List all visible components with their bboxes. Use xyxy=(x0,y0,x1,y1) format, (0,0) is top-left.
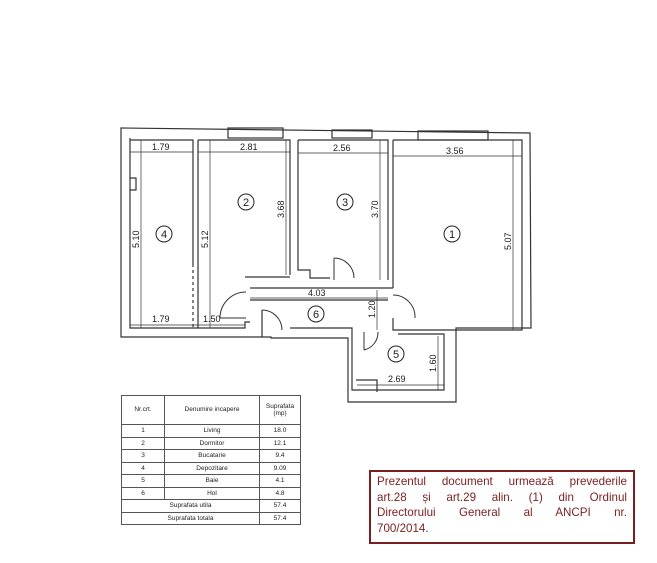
cell-name: Hol xyxy=(164,486,260,500)
header-area: Suprafata (mp) xyxy=(259,395,301,425)
header-name: Denumire incapere xyxy=(164,395,260,425)
cell-area: 9.4 xyxy=(259,449,301,463)
total-label: Suprafata utila xyxy=(121,499,260,513)
stamp-line-1: Prezentul document urmează prevederile xyxy=(377,475,627,488)
stamp-line-2: art.28 și art.29 alin. (1) din Ordinul xyxy=(377,490,627,504)
stamp-line-3: Directorului General al ANCPI nr. xyxy=(377,506,627,519)
dim-room4-width: 1.79 xyxy=(152,142,170,152)
dim-bottom-left: 1.50 xyxy=(203,314,221,324)
room-number-2: 2 xyxy=(243,197,249,209)
cell-area: 9.09 xyxy=(259,461,301,475)
cell-nr: 3 xyxy=(121,449,165,463)
dim-room2-width: 2.81 xyxy=(240,142,258,152)
dim-room2-side: 5.12 xyxy=(200,230,210,248)
dim-hall-width: 4.03 xyxy=(308,288,326,298)
areas-table: Nr.crt. Denumire incapere Suprafata (mp)… xyxy=(121,395,301,525)
cell-name: Dormitor xyxy=(164,436,260,450)
cell-area: 12.1 xyxy=(259,436,301,450)
cell-nr: 2 xyxy=(121,436,165,450)
dim-bath-width: 2.69 xyxy=(388,374,406,384)
cell-name: Living xyxy=(164,424,260,438)
room-number-6: 6 xyxy=(313,309,319,321)
header-nr: Nr.crt. xyxy=(121,395,165,425)
dim-room1-width: 3.56 xyxy=(446,146,464,156)
dimension-labels: 1.79 2.81 2.56 3.56 1.79 1.50 4.03 2.69 … xyxy=(131,142,513,384)
cell-area: 4.8 xyxy=(259,486,301,500)
room-number-1: 1 xyxy=(449,229,455,241)
total-value: 57.4 xyxy=(259,499,301,513)
walls xyxy=(120,127,532,403)
room-numbers: 1 2 3 4 5 6 xyxy=(161,197,455,361)
cell-nr: 5 xyxy=(121,474,165,488)
dim-room3-width: 2.56 xyxy=(333,143,351,153)
cell-area: 18.0 xyxy=(259,424,301,438)
cell-nr: 1 xyxy=(121,424,165,438)
total-label: Suprafata totala xyxy=(121,511,260,525)
dim-room2-height: 3.68 xyxy=(276,200,286,218)
dim-room1-height: 5.07 xyxy=(503,232,513,250)
room-number-3: 3 xyxy=(342,197,348,209)
cell-area: 4.1 xyxy=(259,474,301,488)
dim-room4-bottom: 1.79 xyxy=(152,314,170,324)
dimension-lines xyxy=(130,140,522,390)
dim-hall-height: 1.20 xyxy=(367,300,377,318)
ancpi-stamp: Prezentul document urmează prevederile a… xyxy=(369,470,635,544)
stamp-line-4: 700/2014. xyxy=(377,521,429,535)
cell-nr: 6 xyxy=(121,486,165,500)
table-header-row: Nr.crt. Denumire incapere Suprafata (mp) xyxy=(121,395,301,425)
room-number-4: 4 xyxy=(161,229,167,241)
cell-name: Depozitare xyxy=(164,461,260,475)
doors xyxy=(219,257,416,351)
dim-room4-height: 5.10 xyxy=(131,230,141,248)
total-value: 57.4 xyxy=(259,511,301,525)
cell-nr: 4 xyxy=(121,461,165,475)
dim-bath-height: 1.60 xyxy=(428,354,438,372)
room-number-5: 5 xyxy=(393,349,399,361)
cell-name: Baie xyxy=(164,474,260,488)
dim-room3-height: 3.70 xyxy=(370,200,380,218)
cell-name: Bucatarie xyxy=(164,449,260,463)
room-number-circles xyxy=(155,193,461,363)
